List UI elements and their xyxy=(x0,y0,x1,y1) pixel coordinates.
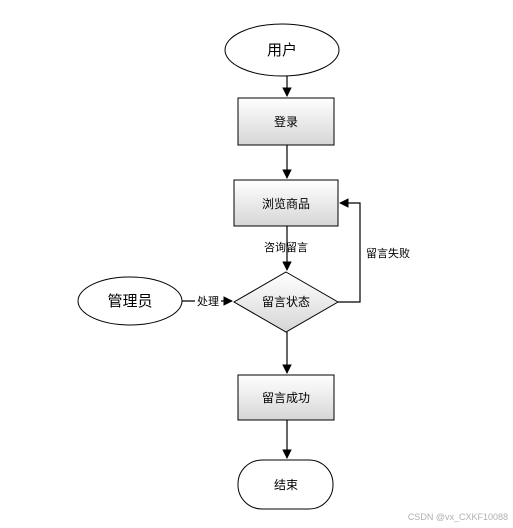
process-node-label: 留言成功 xyxy=(262,391,310,405)
process-node-label: 登录 xyxy=(274,114,298,129)
process-node-success: 留言成功 xyxy=(237,374,335,421)
edge-label-handle: 处理 xyxy=(197,295,219,308)
actor-node-admin: 管理员 xyxy=(77,276,183,326)
start-node-user: 用户 xyxy=(224,23,340,77)
edge-label-bg xyxy=(195,293,221,308)
edge-status-browse-fail xyxy=(338,198,361,303)
watermark: CSDN @vx_CXKF10088 xyxy=(408,512,508,522)
actor-node-label: 管理员 xyxy=(107,292,152,310)
edge-label-consult: 咨询留言 xyxy=(264,240,308,254)
end-node-label: 结束 xyxy=(274,478,298,492)
edge-label-fail: 留言失败 xyxy=(366,246,410,260)
start-node-label: 用户 xyxy=(267,41,297,59)
process-node-browse: 浏览商品 xyxy=(233,179,339,227)
end-node: 结束 xyxy=(237,459,334,510)
process-node-login: 登录 xyxy=(237,97,335,146)
decision-node-status: 留言状态 xyxy=(232,271,340,333)
decision-node-label: 留言状态 xyxy=(262,295,310,309)
process-node-label: 浏览商品 xyxy=(262,196,310,211)
